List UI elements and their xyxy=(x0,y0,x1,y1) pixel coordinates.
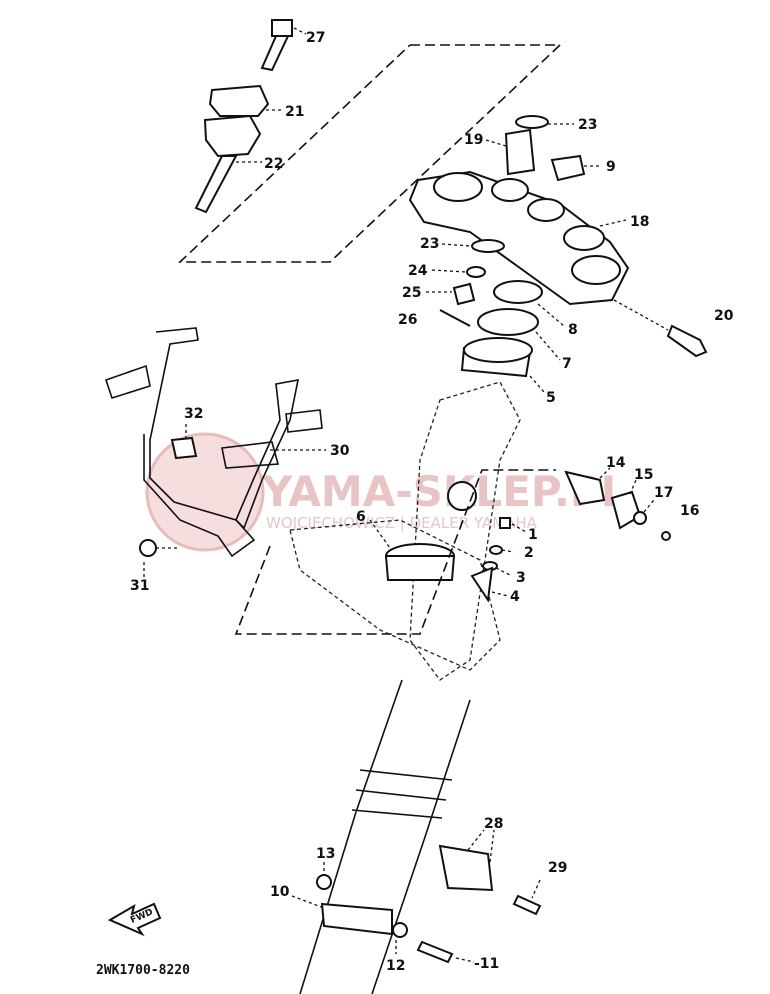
callout-11: -11 xyxy=(474,956,499,972)
nut-13 xyxy=(316,874,332,890)
upper-bracket-hole-rear xyxy=(563,225,605,251)
washer-23-top xyxy=(515,115,549,129)
callout-8: 8 xyxy=(568,322,578,338)
callout-13: 13 xyxy=(316,846,335,862)
nut-25 xyxy=(452,282,476,306)
callout-14: 14 xyxy=(606,455,626,471)
collar-19 xyxy=(504,128,536,176)
headlight-stay-group xyxy=(104,327,323,558)
callout-1: 1 xyxy=(528,527,538,543)
bolt-27-shank xyxy=(260,35,290,72)
watermark-logo-circle xyxy=(145,432,265,552)
callout-15: 15 xyxy=(634,467,653,483)
grommet-32 xyxy=(170,436,198,460)
callout-19: 19 xyxy=(464,132,483,148)
callout-7: 7 xyxy=(562,356,572,372)
fork-tube-group xyxy=(299,679,542,994)
callout-labels: 27 21 22 23 19 9 18 23 24 25 8 26 7 20 5… xyxy=(130,30,734,974)
callout-32: 32 xyxy=(184,406,203,422)
stay-left-tab xyxy=(104,364,151,399)
callout-25: 25 xyxy=(402,285,421,301)
fork-outer-right-top xyxy=(423,699,471,841)
diagram-code: 2WK1700-8220 xyxy=(96,963,190,978)
callout-23-top: 23 xyxy=(578,117,597,133)
callout-4: 4 xyxy=(510,589,520,605)
callout-27: 27 xyxy=(306,30,325,46)
bolt-1 xyxy=(499,517,511,529)
callout-22: 22 xyxy=(264,156,283,172)
holder-stud-22 xyxy=(194,155,238,214)
bracket-14 xyxy=(564,470,606,506)
stay-left-30 xyxy=(143,327,256,558)
callout-21: 21 xyxy=(285,104,304,120)
clamp-4 xyxy=(470,566,494,603)
callout-30: 30 xyxy=(330,443,350,459)
lower-bracket-group xyxy=(289,381,521,681)
bolt-20 xyxy=(666,324,708,358)
washer-12 xyxy=(392,922,408,938)
callout-18: 18 xyxy=(630,214,649,230)
leader-lines xyxy=(143,27,669,963)
upper-bracket-hole-right xyxy=(527,198,565,222)
fwd-arrow-icon xyxy=(107,902,162,937)
callout-31: 31 xyxy=(130,578,149,594)
fork-outer-left-top xyxy=(355,679,403,813)
steering-shaft-outline xyxy=(409,381,521,681)
stay-right-tab xyxy=(285,409,323,433)
guide-28 xyxy=(438,844,494,892)
holder-upper-21 xyxy=(208,84,270,117)
upper-bracket-hole-left xyxy=(433,172,483,202)
watermark-sub: WOJCIECHOWICZ | DEALER YAMAHA xyxy=(266,514,538,532)
washer-23-lower xyxy=(471,239,505,253)
callout-23-lower: 23 xyxy=(420,236,439,252)
holder-lower-22 xyxy=(203,114,262,158)
stay-bracket-30 xyxy=(221,441,280,469)
bolt-9-head xyxy=(550,154,586,182)
fork-outer-left xyxy=(299,811,357,994)
clamp-10 xyxy=(320,902,393,936)
lower-bracket-outline xyxy=(289,519,501,671)
lower-assembly-boundary xyxy=(234,469,556,635)
ring-nut-8 xyxy=(493,280,543,304)
watermark: YAMA-SKLEP.PL WOJCIECHOWICZ | DEALER YAM… xyxy=(145,432,627,552)
callout-3: 3 xyxy=(516,570,526,586)
upper-bracket-group xyxy=(408,170,630,306)
callout-28: 28 xyxy=(484,816,503,832)
bearing-5 xyxy=(463,337,533,363)
callout-29: 29 xyxy=(548,860,567,876)
nut-17 xyxy=(633,511,647,525)
handlebar-holder-group xyxy=(194,19,293,214)
bolt-11 xyxy=(416,940,454,964)
callout-17: 17 xyxy=(654,485,673,501)
upper-bracket-hole-center xyxy=(491,178,529,202)
forward-arrow: FWD xyxy=(107,902,162,937)
bolt-29 xyxy=(512,894,542,916)
callout-26: 26 xyxy=(398,312,417,328)
stay-right-30 xyxy=(235,379,300,530)
pin-26 xyxy=(439,309,471,327)
callout-16: 16 xyxy=(680,503,699,519)
callout-2: 2 xyxy=(524,545,534,561)
callout-24: 24 xyxy=(408,263,428,279)
fork-outer-right xyxy=(371,839,425,994)
screw-16 xyxy=(661,531,671,541)
upper-bracket-clamp-right xyxy=(571,255,621,285)
upper-assembly-boundary xyxy=(177,44,563,263)
bolt-27-head xyxy=(271,19,293,37)
washer-24 xyxy=(466,266,486,278)
callout-10: 10 xyxy=(270,884,290,900)
callout-20: 20 xyxy=(714,308,734,324)
bolt-31-head xyxy=(139,539,157,557)
fork-gaiter xyxy=(351,769,453,819)
cover-7 xyxy=(477,308,539,336)
callout-5: 5 xyxy=(546,390,556,406)
lower-bracket-stud xyxy=(447,481,477,511)
callout-9: 9 xyxy=(606,159,616,175)
washer-2 xyxy=(489,545,503,555)
callout-12: 12 xyxy=(386,958,405,974)
bearing-6-side xyxy=(384,555,456,581)
callout-6: 6 xyxy=(356,509,366,525)
